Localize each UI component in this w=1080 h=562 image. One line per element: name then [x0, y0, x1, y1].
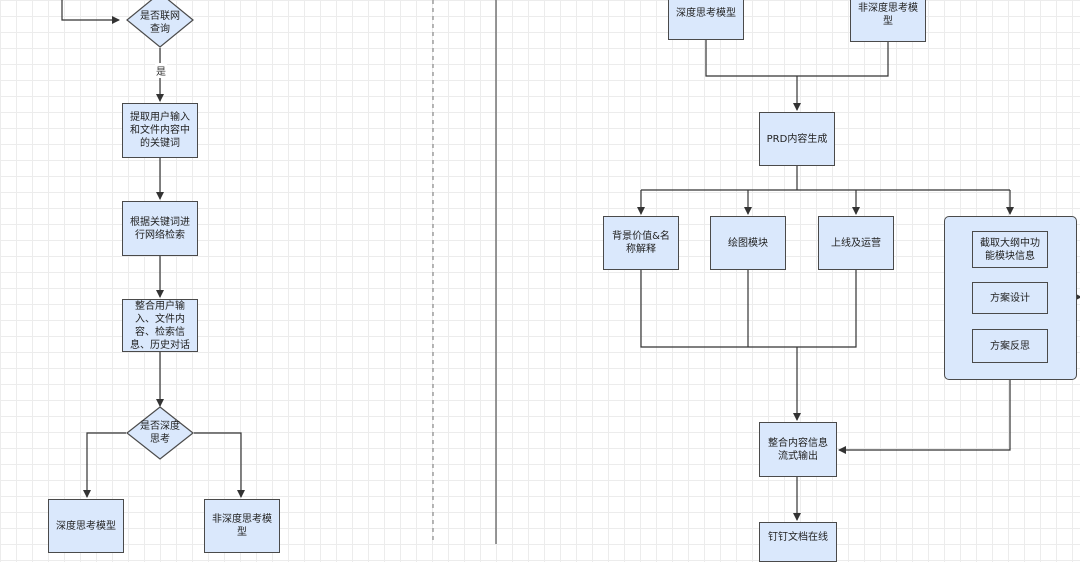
node-integrate-inputs: 整合用户输入、文件内容、检索信息、历史对话	[122, 299, 198, 352]
edge-decision-to-nondeep	[194, 432, 245, 498]
decision-online-search: 是否联网查询	[126, 0, 194, 48]
diamond-shape	[126, 0, 194, 48]
node-drawing-module: 绘图模块	[710, 216, 786, 270]
node-extract-keywords: 提取用户输入和文件内容中的关键词	[122, 103, 198, 158]
node-background-value: 背景价值&名称解释	[603, 216, 679, 270]
edge-label-yes: 是	[155, 63, 167, 78]
node-deep-model-right: 深度思考模型	[668, 0, 744, 40]
diamond-shape	[126, 406, 194, 460]
node-launch-operations: 上线及运营	[818, 216, 894, 270]
node-prd-generation: PRD内容生成	[759, 112, 835, 166]
decision-online-label: 是否联网查询	[140, 11, 180, 35]
node-solution-review: 方案反思	[972, 329, 1048, 363]
decision-deep-label: 是否深度思考	[140, 421, 180, 445]
node-non-deep-model-left: 非深度思考模型	[204, 499, 280, 553]
node-stream-output: 整合内容信息流式输出	[759, 422, 837, 477]
edge-models-merge	[705, 40, 889, 77]
edge-loop-into-decision	[61, 0, 120, 24]
flowchart-connectors	[61, 0, 1080, 544]
edge-group-to-output	[838, 380, 1011, 454]
node-solution-design: 方案设计	[972, 282, 1048, 314]
node-deep-model-left: 深度思考模型	[48, 499, 124, 553]
decision-deep-thinking: 是否深度思考	[126, 406, 194, 460]
edge-decision-to-deep	[83, 432, 126, 498]
node-web-search: 根据关键词进行网络检索	[122, 201, 198, 256]
node-extract-outline: 截取大纲中功能模块信息	[972, 231, 1048, 268]
node-dingtalk-doc: 钉钉文档在线	[759, 522, 837, 562]
node-non-deep-model-right: 非深度思考模型	[850, 0, 926, 42]
